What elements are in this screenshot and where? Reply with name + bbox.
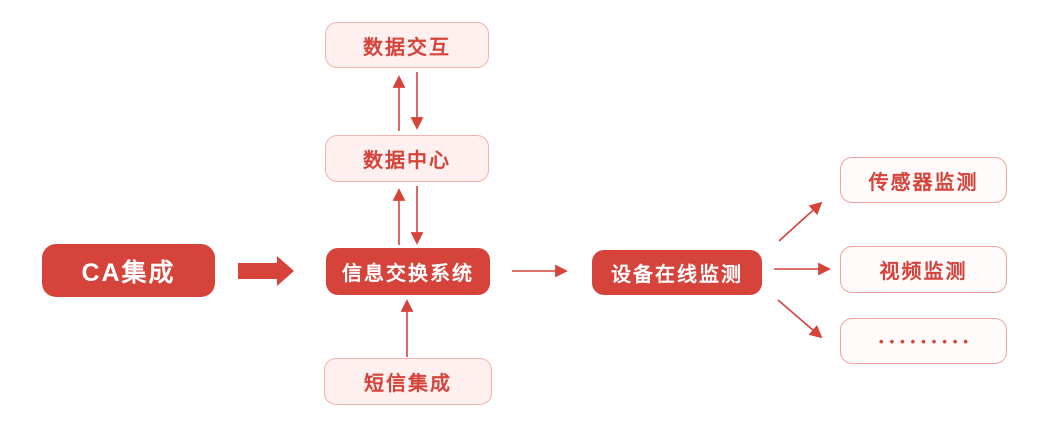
block-arrow-ca-to-info bbox=[238, 256, 294, 286]
node-sms-integration: 短信集成 bbox=[324, 358, 492, 405]
node-device-online-monitoring: 设备在线监测 bbox=[592, 250, 762, 295]
node-sensor-monitoring: 传感器监测 bbox=[840, 157, 1007, 203]
node-data-center: 数据中心 bbox=[325, 135, 489, 182]
node-info-exchange-system: 信息交换系统 bbox=[326, 248, 490, 295]
arrow-device-to-sensor bbox=[778, 201, 823, 242]
arrow-device-to-more bbox=[777, 299, 823, 339]
node-video-monitoring: 视频监测 bbox=[840, 246, 1007, 293]
node-ca-integration: CA集成 bbox=[42, 244, 215, 297]
node-more-ellipsis: ••••••••• bbox=[840, 318, 1007, 364]
node-data-interaction: 数据交互 bbox=[325, 22, 489, 68]
